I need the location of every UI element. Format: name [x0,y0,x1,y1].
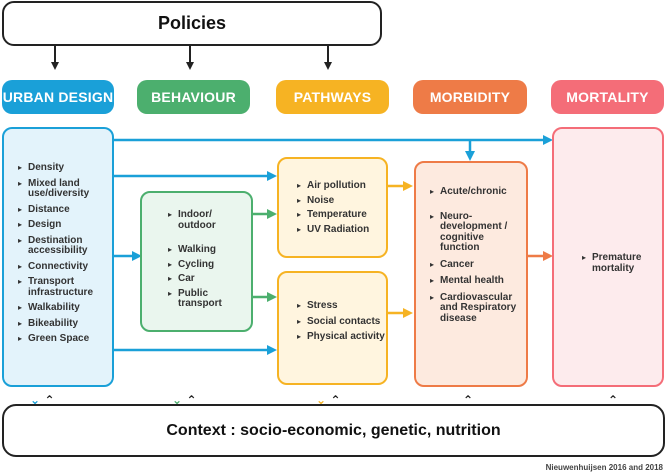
pathways-chevrons: ⌄ ⌃ [316,391,341,409]
header-urban-design: URBAN DESIGN [2,80,114,114]
behaviour-list: Indoor/ outdoor Walking Cycling Car Publ… [168,209,248,314]
list-item: Public transport [168,288,248,310]
list-item: Acute/chronic [430,186,524,198]
urban-design-list: Density Mixed land use/diversity Distanc… [18,162,112,350]
pathways-env-list: Air pollution Noise Temperature UV Radia… [297,180,387,239]
list-item: UV Radiation [297,224,387,236]
policies-box: Policies [2,1,382,46]
list-item: Social contacts [297,316,387,328]
list-item: Noise [297,195,387,207]
list-item: Bikeability [18,318,112,330]
list-item: Car [168,273,248,285]
list-item: Density [18,162,112,174]
list-item: Premature mortality [582,252,660,274]
header-mortality-label: MORTALITY [566,89,649,105]
list-item: Physical activity [297,331,387,343]
behaviour-chevrons: ⌄ ⌃ [172,391,197,409]
morbidity-box: Acute/chronic Neuro-development / cognit… [414,161,528,387]
chevron-up-icon: ⌃ [330,393,341,407]
list-item: Air pollution [297,180,387,192]
behaviour-box: Indoor/ outdoor Walking Cycling Car Publ… [140,191,253,332]
list-item: Cycling [168,259,248,271]
header-urban-design-label: URBAN DESIGN [2,89,114,105]
header-morbidity: MORBIDITY [413,80,527,114]
context-box: Context : socio-economic, genetic, nutri… [2,404,665,457]
list-item: Transport infrastructure [18,276,112,298]
chevron-up-icon: ⌃ [608,393,619,407]
policies-label: Policies [157,13,227,33]
list-item: Green Space [18,333,112,345]
header-pathways-label: PATHWAYS [293,89,372,105]
morbidity-chevrons: ⌃ [463,391,473,409]
header-morbidity-label: MORBIDITY [429,89,511,105]
chevron-down-icon: ⌄ [30,393,41,407]
list-item: Design [18,219,112,231]
header-behaviour-label: BEHAVIOUR [151,89,236,105]
list-item: Mental health [430,275,524,287]
chevron-down-icon: ⌄ [316,393,327,407]
list-item: Connectivity [18,261,112,273]
mortality-chevrons: ⌃ [608,391,618,409]
list-item: Cardiovascular and Respiratory disease [430,292,524,325]
list-item: Destination accessibility [18,235,112,257]
header-mortality: MORTALITY [551,80,664,114]
chevron-down-icon: ⌄ [172,393,183,407]
list-item: Stress [297,300,387,312]
pathways-social-list: Stress Social contacts Physical activity [297,300,387,348]
list-item: Temperature [297,209,387,221]
urban-design-box: Density Mixed land use/diversity Distanc… [2,127,114,387]
list-item: Indoor/ outdoor [168,209,248,231]
header-behaviour: BEHAVIOUR [137,80,250,114]
urban-chevrons: ⌄ ⌃ [30,391,55,409]
list-item: Mixed land use/diversity [18,178,112,200]
list-item: Cancer [430,259,524,271]
list-item: Walkability [18,302,112,314]
mortality-list: Premature mortality [582,252,660,274]
chevron-up-icon: ⌃ [44,393,55,407]
list-item: Walking [168,244,248,256]
list-item: Neuro-development / cognitive function [430,211,524,254]
pathways-social-box: Stress Social contacts Physical activity [277,271,388,385]
morbidity-list: Acute/chronic Neuro-development / cognit… [430,186,524,330]
header-pathways: PATHWAYS [276,80,389,114]
mortality-box: Premature mortality [552,127,664,387]
list-item: Distance [18,204,112,216]
chevron-up-icon: ⌃ [186,393,197,407]
chevron-up-icon: ⌃ [463,393,474,407]
context-label: Context : socio-economic, genetic, nutri… [166,421,501,439]
credit-text: Nieuwenhuijsen 2016 and 2018 [545,463,663,472]
pathways-env-box: Air pollution Noise Temperature UV Radia… [277,157,388,258]
